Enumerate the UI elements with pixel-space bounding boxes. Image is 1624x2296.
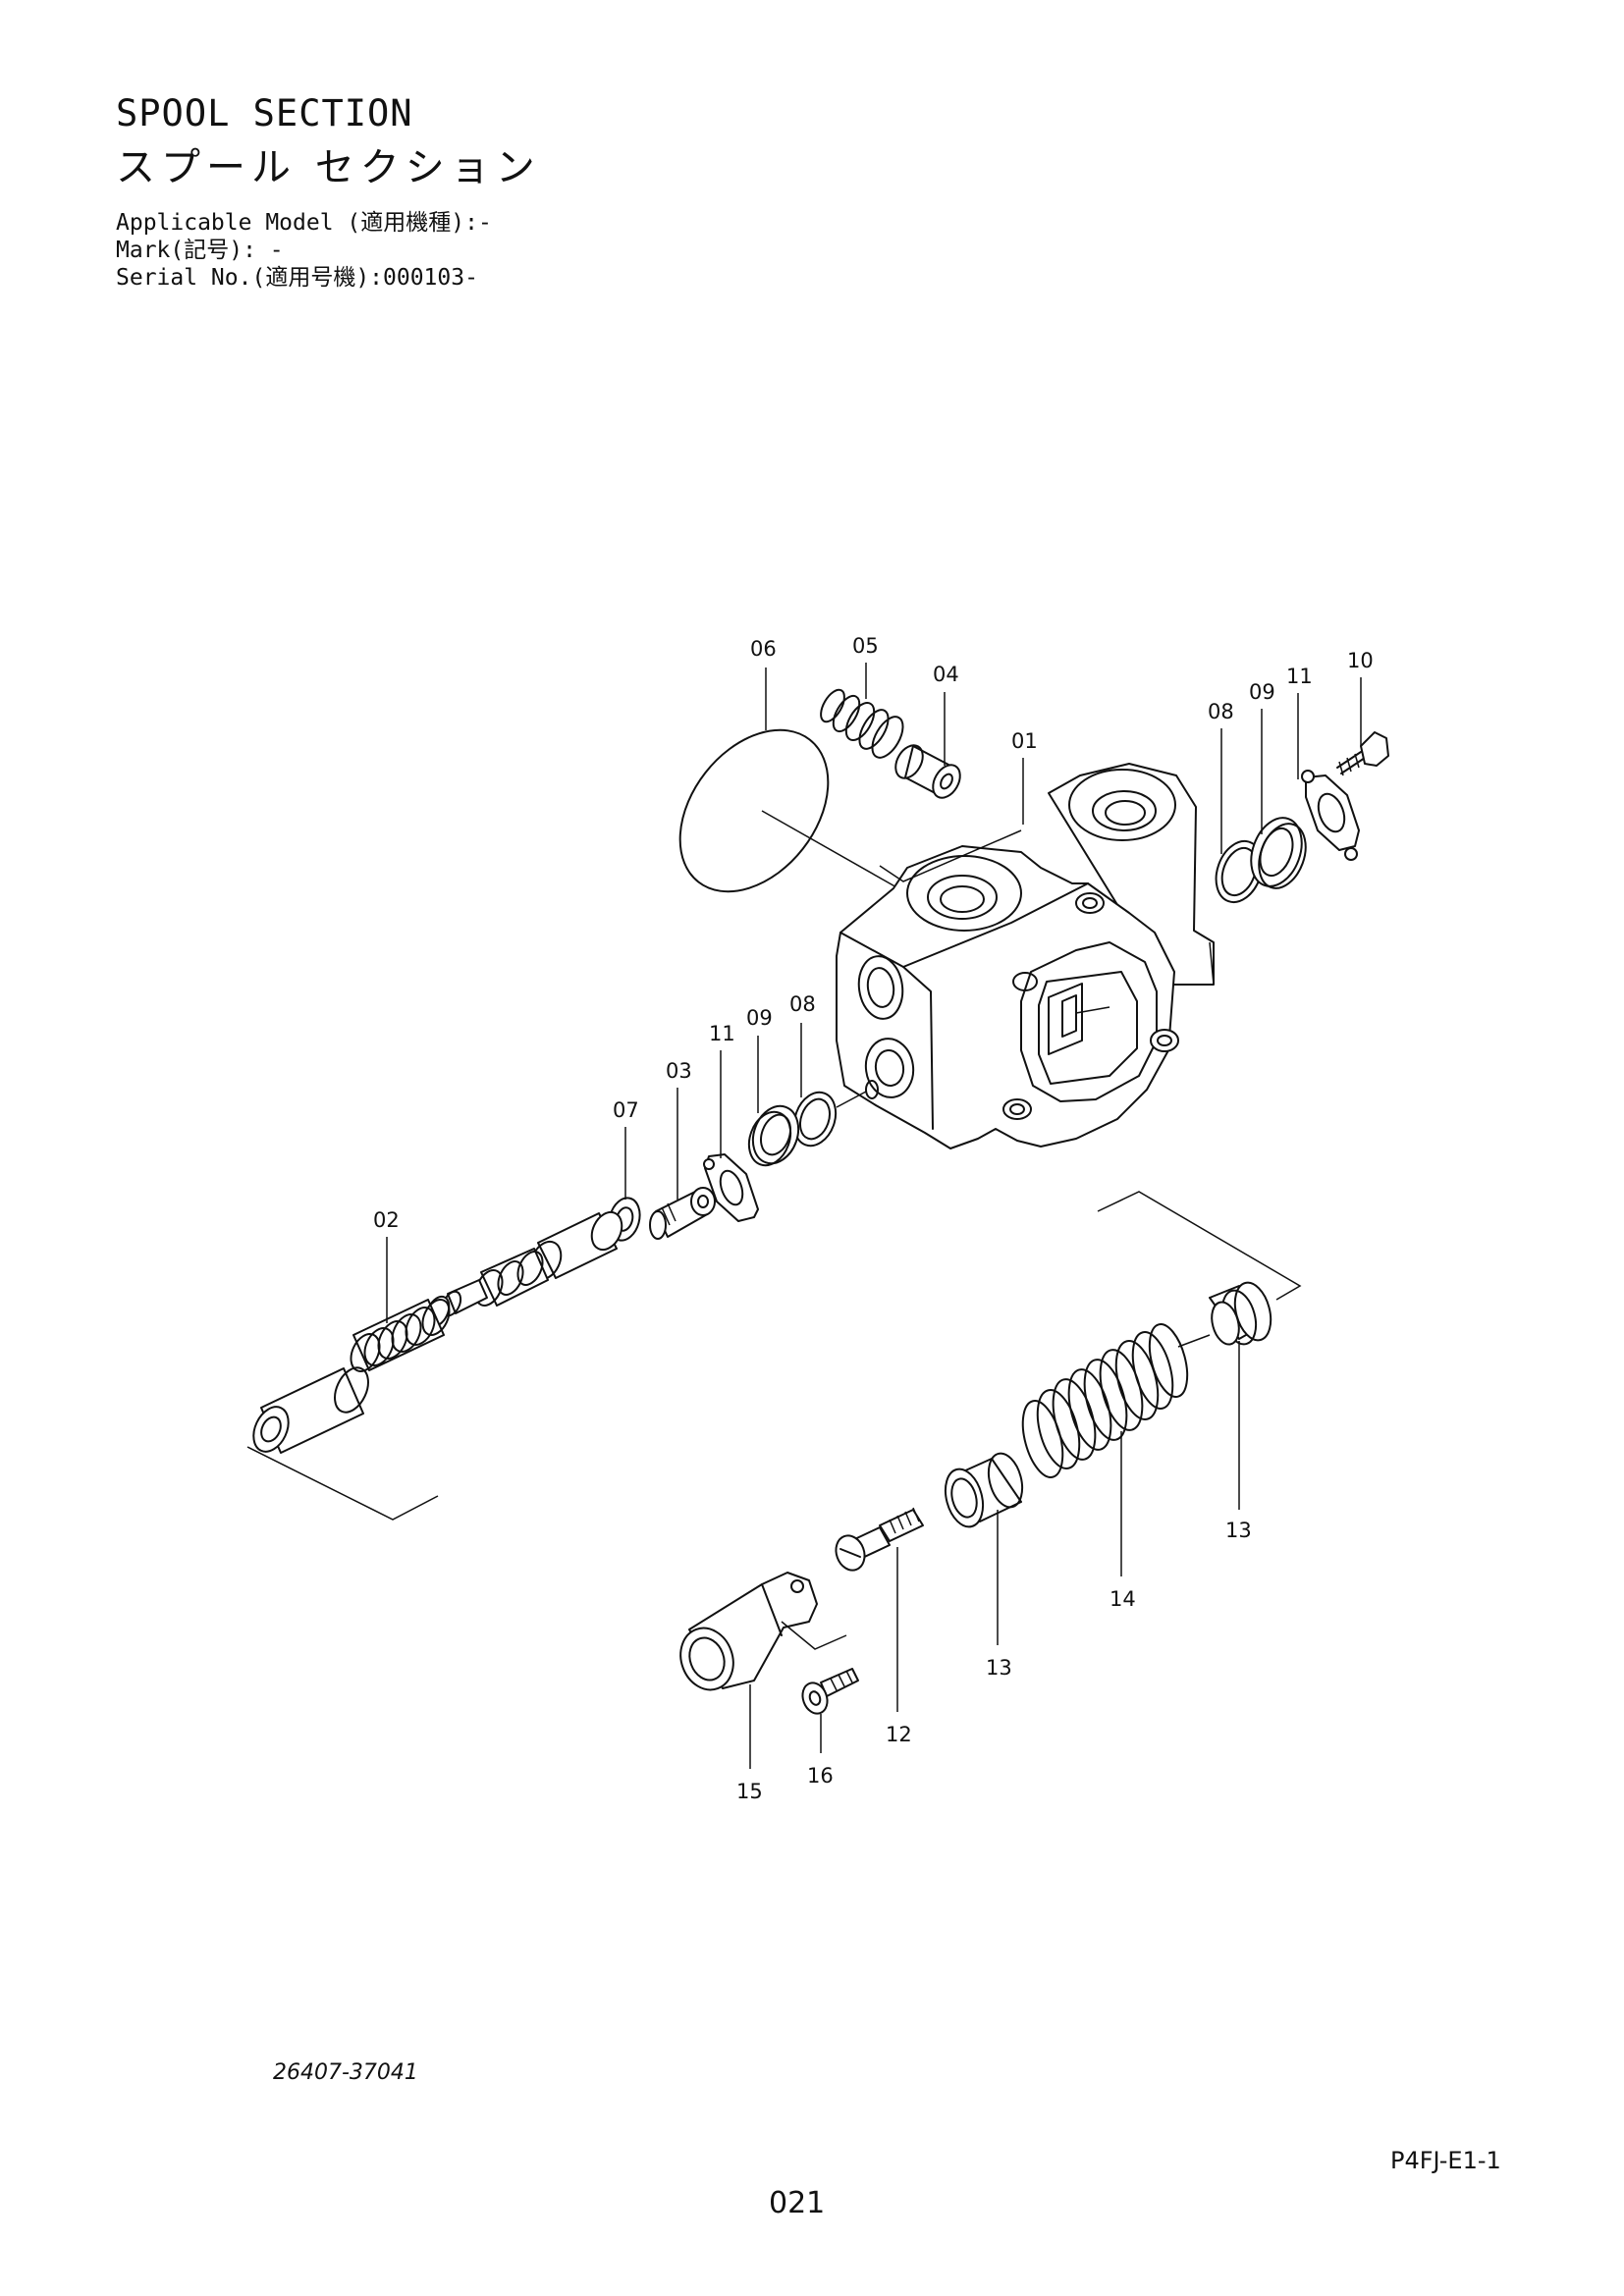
callout-03: 03 (666, 1059, 692, 1083)
callout-09-right: 09 (1249, 680, 1275, 704)
callout-10: 10 (1347, 649, 1374, 672)
part-06-disc (678, 728, 899, 893)
callout-13-lower: 13 (986, 1656, 1012, 1680)
callout-16: 16 (807, 1764, 834, 1788)
callout-06: 06 (750, 637, 777, 661)
part-08-ring-left (792, 1091, 838, 1148)
drawing-part-number: 26407-37041 (273, 2060, 418, 2085)
callout-08-left: 08 (789, 992, 816, 1016)
callout-09-left: 09 (746, 1006, 773, 1030)
part-09-ring-right (1250, 817, 1307, 889)
page-title: SPOOL SECTION (116, 92, 413, 134)
callout-01: 01 (1011, 729, 1038, 753)
serial-number: Serial No.(適用号機):000103- (116, 265, 478, 291)
part-05-spring (820, 688, 904, 759)
callout-08-right: 08 (1208, 700, 1234, 723)
leader-lines (386, 663, 1362, 1769)
part-03-spool-end (649, 1187, 716, 1240)
callout-07: 07 (613, 1098, 639, 1122)
part-04-plug (894, 744, 961, 799)
callout-12: 12 (886, 1723, 912, 1746)
callout-04: 04 (933, 663, 959, 686)
page-number: 021 (769, 2186, 826, 2220)
callout-13-upper: 13 (1225, 1519, 1252, 1542)
callout-15: 15 (736, 1780, 763, 1803)
part-11-gasket-left (703, 1153, 759, 1222)
part-15-cap (679, 1572, 847, 1691)
part-11-gasket-right (1301, 770, 1360, 861)
bracket-line-right (1097, 1191, 1302, 1301)
callout-14: 14 (1110, 1587, 1136, 1611)
part-02-spool (246, 1210, 623, 1521)
callout-05: 05 (852, 634, 879, 658)
part-10-bolt (1336, 731, 1389, 776)
reference-code: P4FJ-E1-1 (1390, 2147, 1501, 2174)
part-01-valve-body (836, 763, 1215, 1149)
part-13-spring-seat-upper (1177, 1281, 1272, 1348)
callout-11-right: 11 (1286, 665, 1313, 688)
part-16-bolt (801, 1668, 859, 1715)
part-14-spring (1021, 1323, 1189, 1478)
part-12-bolt (835, 1507, 924, 1572)
part-09-ring-left (747, 1104, 800, 1167)
callout-11-left: 11 (709, 1022, 735, 1045)
page-title-japanese: スプール セクション (116, 145, 541, 190)
callout-02: 02 (373, 1208, 400, 1232)
mark: Mark(記号): - (116, 238, 284, 263)
part-13-spring-seat-lower (944, 1452, 1024, 1528)
applicable-model: Applicable Model (適用機種):- (116, 210, 492, 236)
